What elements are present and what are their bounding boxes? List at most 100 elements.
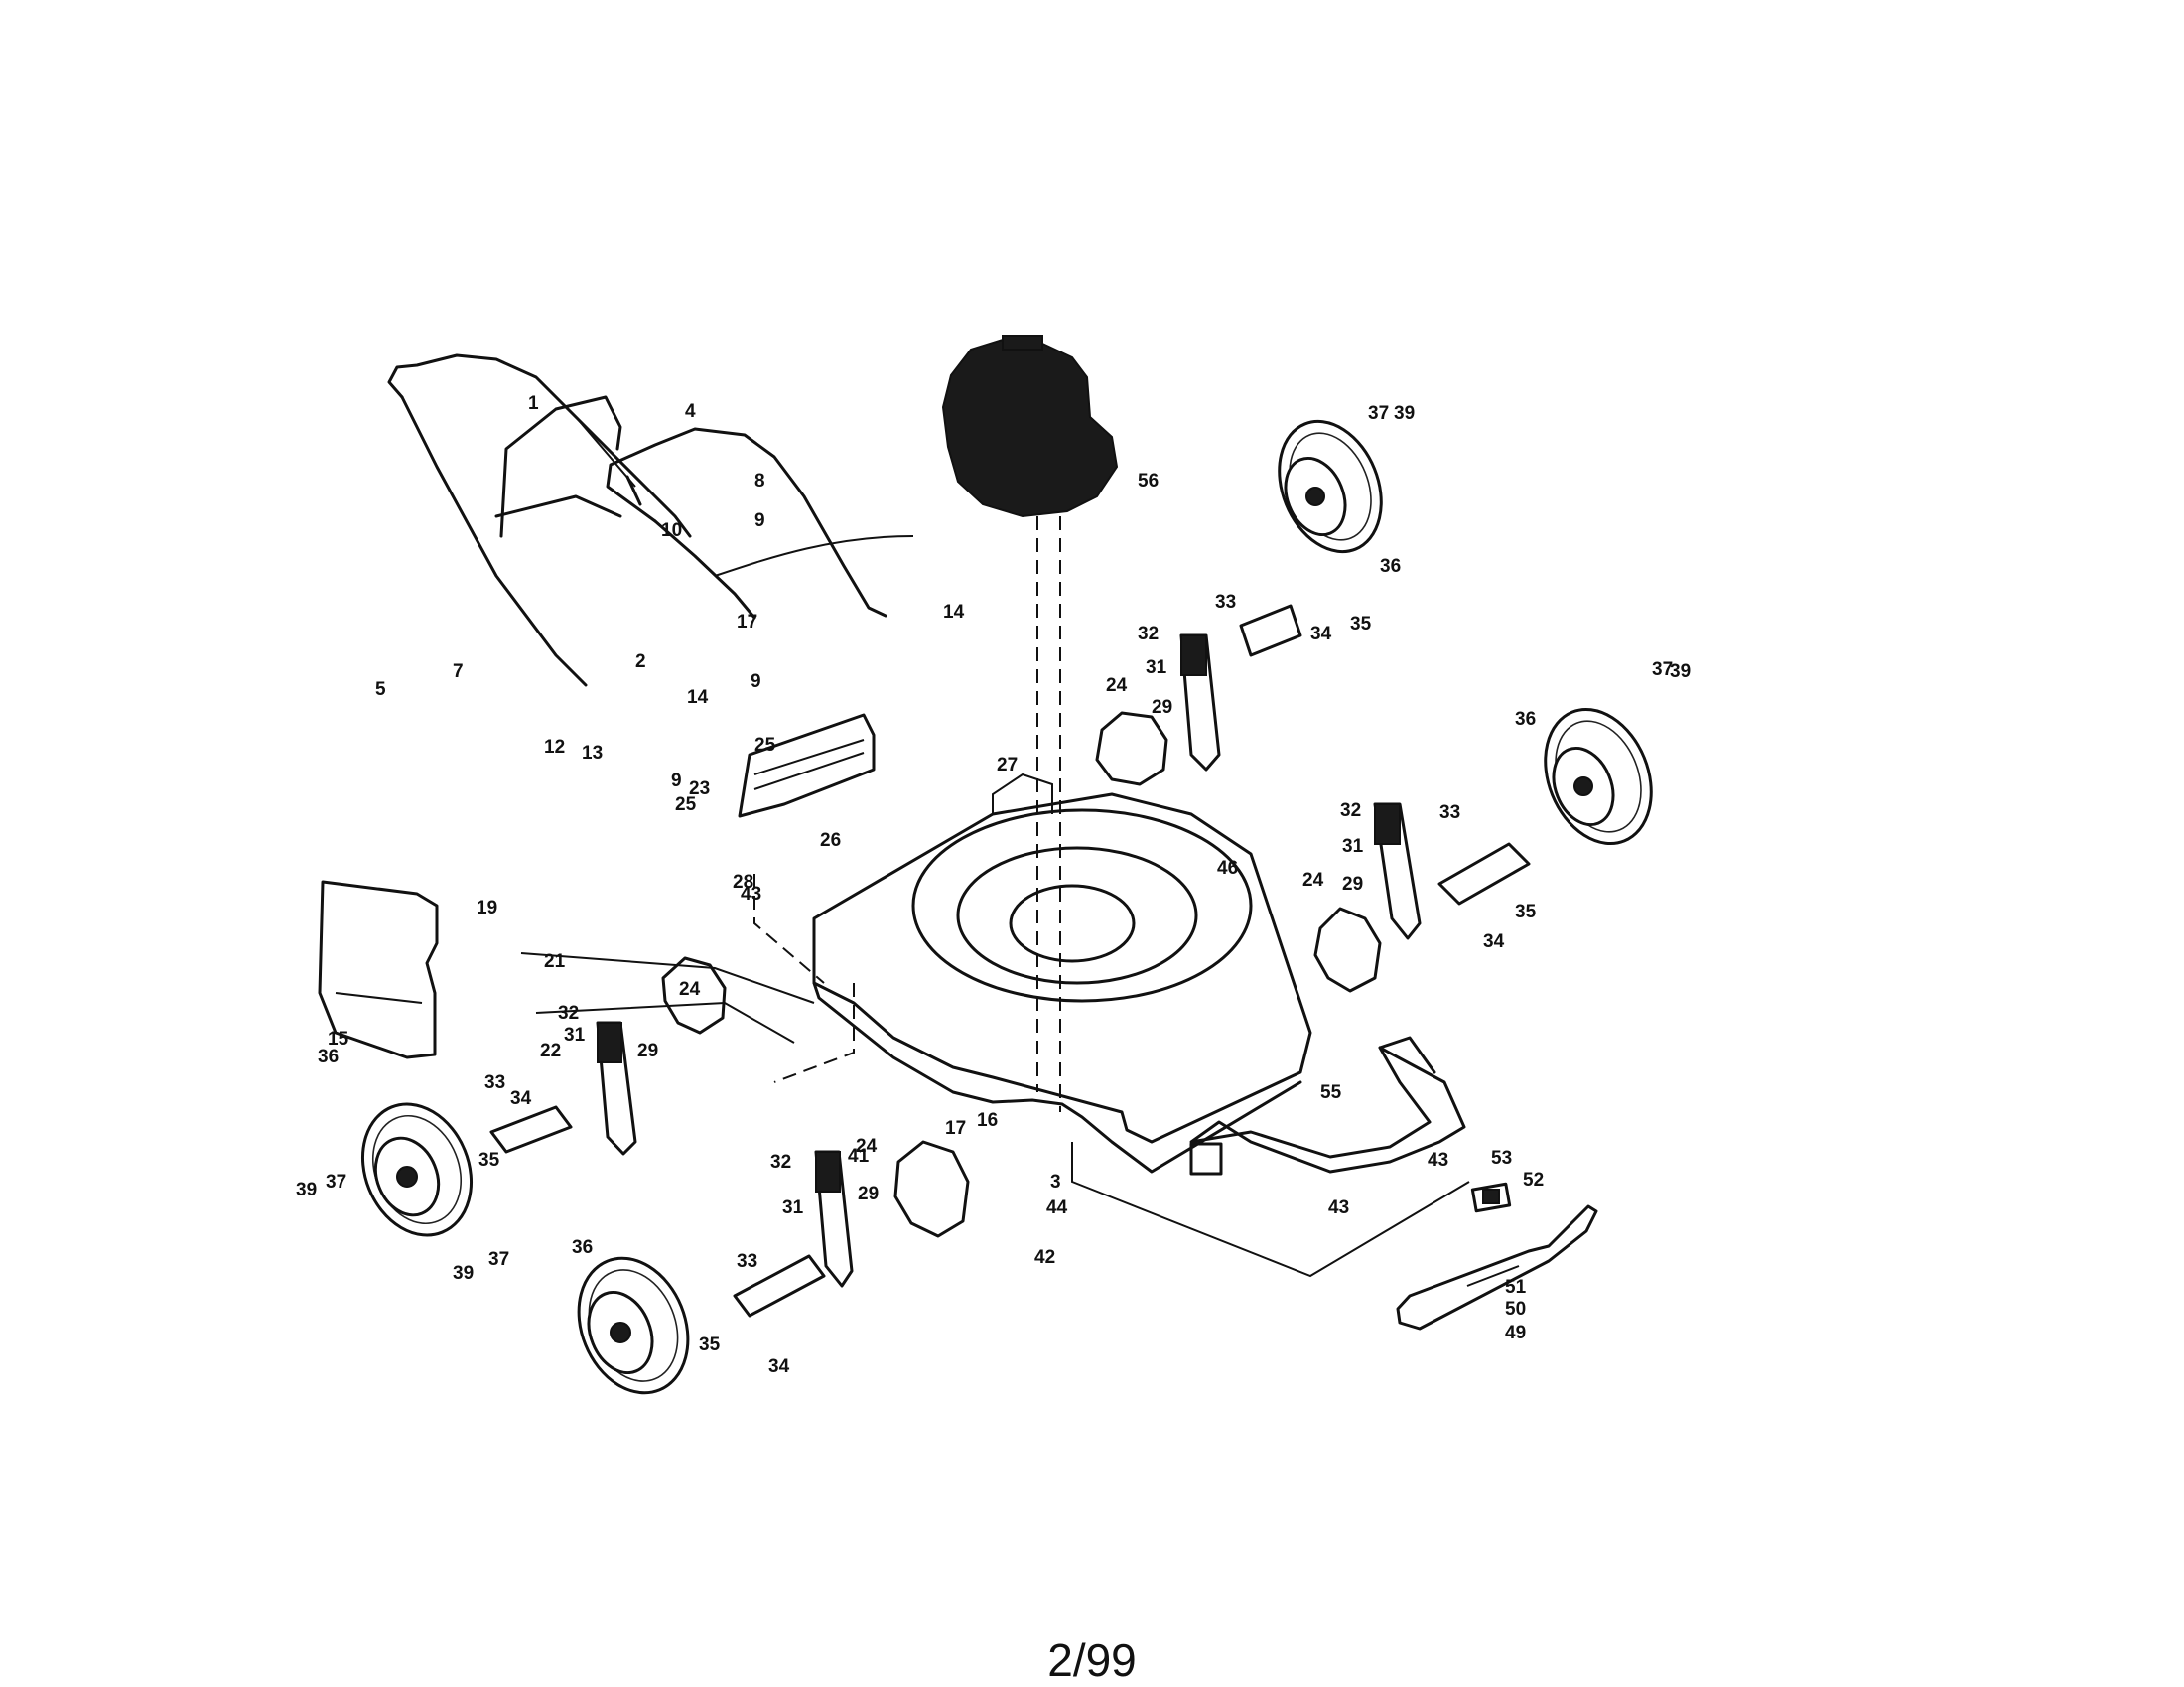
axle-right <box>1437 842 1531 906</box>
callout: 34 <box>1483 931 1505 952</box>
callout: 37 <box>488 1249 509 1270</box>
callout: 39 <box>453 1263 474 1284</box>
callout: 39 <box>296 1180 317 1200</box>
callout: 32 <box>1138 624 1159 644</box>
callout: 7 <box>453 661 464 682</box>
height-lever-front <box>814 1150 854 1288</box>
callout: 27 <box>997 755 1018 775</box>
callout: 24 <box>856 1136 878 1157</box>
callout: 33 <box>1215 592 1236 613</box>
engine-shaft-line <box>1036 516 1061 1112</box>
callout: 10 <box>661 520 682 541</box>
assembly-lines <box>520 874 1470 1278</box>
height-plate-left <box>661 956 727 1035</box>
callout: 19 <box>477 898 497 918</box>
callout: 37 <box>1652 659 1673 680</box>
axle-rear <box>1239 604 1302 657</box>
height-lever-left <box>596 1021 637 1156</box>
wheel-rear-right <box>1278 419 1383 554</box>
callout: 33 <box>1439 802 1460 823</box>
height-plate-rear <box>1095 711 1168 786</box>
callout: 28 <box>733 872 753 893</box>
callout: 32 <box>770 1152 791 1173</box>
axle-left <box>489 1105 573 1154</box>
height-plate-right <box>1313 907 1382 993</box>
axle-front <box>733 1254 826 1318</box>
wheel-front-left <box>360 1102 474 1237</box>
callout: 33 <box>484 1072 505 1093</box>
callout: 31 <box>564 1025 586 1046</box>
callout: 36 <box>1515 709 1536 730</box>
callout: 35 <box>1515 902 1537 922</box>
callout: 15 <box>328 1029 349 1050</box>
callout: 35 <box>699 1335 721 1355</box>
grass-bag-frame <box>318 880 439 1059</box>
callout: 9 <box>751 671 761 692</box>
callout: 36 <box>572 1237 593 1258</box>
callout: 29 <box>858 1184 879 1204</box>
callout: 12 <box>544 737 565 758</box>
callout: 31 <box>1342 836 1364 857</box>
callout: 43 <box>741 884 761 905</box>
callout: 39 <box>1670 661 1691 682</box>
blade <box>1396 1204 1598 1331</box>
blade-adapter <box>1470 1182 1512 1213</box>
callout: 13 <box>582 743 603 764</box>
height-plate-front <box>893 1140 970 1238</box>
callout: 32 <box>1340 800 1361 821</box>
callout: 39 <box>1394 403 1415 424</box>
callout: 25 <box>754 735 776 756</box>
callout: 35 <box>478 1150 500 1171</box>
lower-handle <box>387 353 692 687</box>
callout: 29 <box>1152 697 1172 718</box>
callout: 55 <box>1320 1082 1342 1103</box>
callout: 50 <box>1505 1299 1526 1320</box>
callout: 21 <box>544 951 566 972</box>
callout: 29 <box>637 1041 658 1061</box>
callout: 8 <box>754 471 765 492</box>
callout-labels: 1 2 3 4 5 7 8 9 9 9 10 12 13 14 14 15 16… <box>296 393 1691 1377</box>
callout: 37 <box>326 1172 346 1193</box>
height-lever-right <box>1373 802 1422 940</box>
callout: 3 <box>1050 1172 1061 1193</box>
callout: 26 <box>820 830 841 851</box>
callout: 9 <box>671 771 682 791</box>
callout: 14 <box>943 602 965 623</box>
callout: 34 <box>768 1356 790 1377</box>
callout: 29 <box>1342 874 1363 895</box>
callout: 49 <box>1505 1323 1526 1343</box>
engine <box>941 335 1119 518</box>
deflector-plate <box>738 713 876 818</box>
callout: 51 <box>1505 1277 1527 1298</box>
wheel-front-bottom <box>577 1256 690 1395</box>
callout: 42 <box>1034 1247 1055 1268</box>
callout: 24 <box>1106 675 1128 696</box>
callout: 14 <box>687 687 709 708</box>
callout: 4 <box>685 401 696 422</box>
page-number: 2/99 <box>1047 1634 1137 1686</box>
callout: 1 <box>528 393 539 414</box>
callout: 43 <box>1328 1197 1349 1218</box>
callout: 22 <box>540 1041 561 1061</box>
wheel-mid-right <box>1544 707 1653 846</box>
callout: 35 <box>1350 614 1372 634</box>
callout: 24 <box>1302 870 1324 891</box>
callout: 17 <box>945 1118 966 1139</box>
callout: 9 <box>754 510 765 531</box>
callout: 31 <box>782 1197 804 1218</box>
callout: 52 <box>1523 1170 1544 1191</box>
callout: 31 <box>1146 657 1167 678</box>
callout: 33 <box>737 1251 757 1272</box>
callout: 36 <box>1380 556 1401 577</box>
callout: 32 <box>558 1003 579 1024</box>
callout: 46 <box>1217 858 1238 879</box>
callout: 24 <box>679 979 701 1000</box>
callout: 34 <box>1310 624 1332 644</box>
callout: 41 <box>848 1146 870 1167</box>
callout: 23 <box>689 778 710 799</box>
bail-handle <box>494 395 622 538</box>
callout: 16 <box>977 1110 998 1131</box>
callout: 37 <box>1368 403 1389 424</box>
callout: 5 <box>375 679 386 700</box>
